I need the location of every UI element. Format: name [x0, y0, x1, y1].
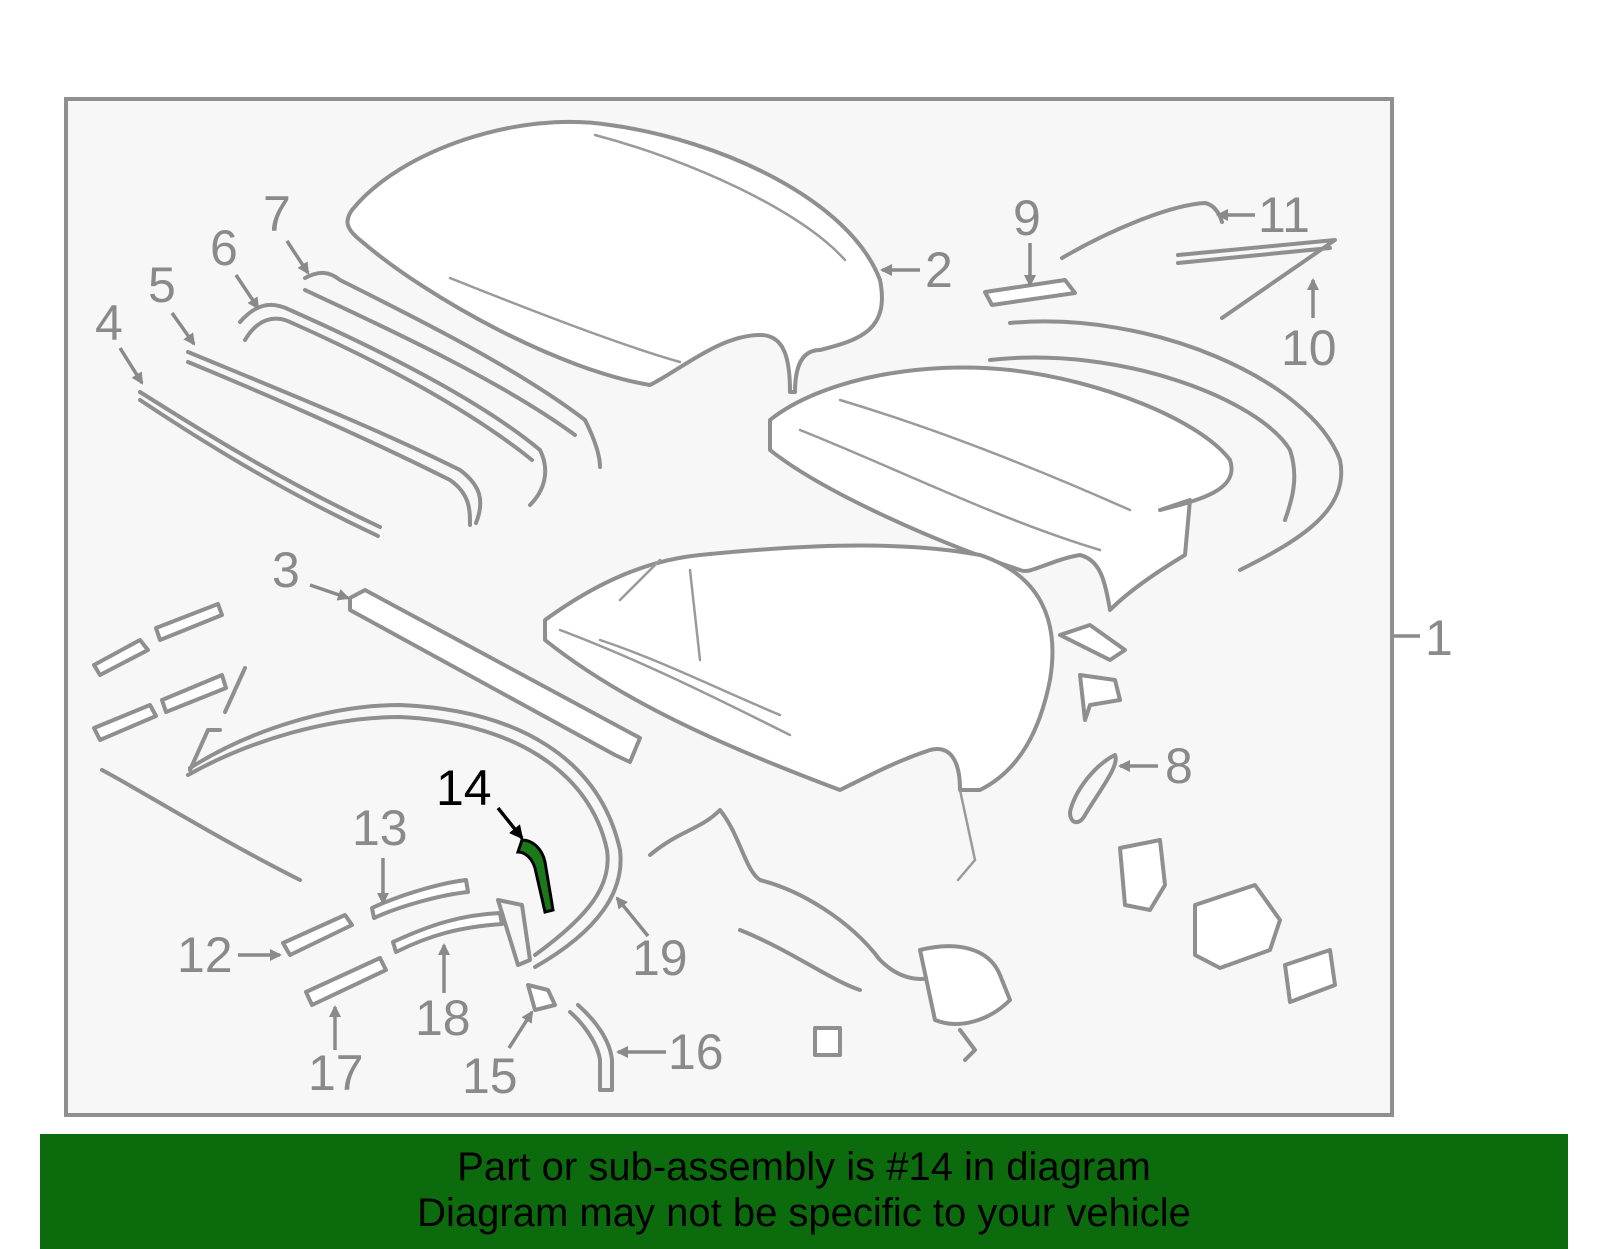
- left-small-parts: [92, 602, 302, 882]
- label-7: 7: [263, 186, 291, 242]
- leader-14: [496, 806, 524, 840]
- part-19-left-end: [188, 728, 222, 772]
- leader-5: [170, 311, 196, 346]
- part-2-soft-top: [345, 119, 884, 394]
- label-18: 18: [415, 990, 471, 1046]
- label-5: 5: [148, 257, 176, 313]
- upper-latch: [1058, 623, 1127, 662]
- part-6-rail: [238, 302, 548, 507]
- part-16: [568, 1003, 614, 1092]
- hydraulic-cable: [648, 808, 962, 992]
- control-module-1: [1118, 838, 1167, 912]
- label-15: 15: [462, 1048, 518, 1104]
- label-6: 6: [210, 220, 238, 276]
- info-banner: Part or sub-assembly is #14 in diagram D…: [40, 1134, 1568, 1249]
- lower-latch: [1078, 673, 1122, 722]
- control-module-2: [1193, 883, 1282, 970]
- part-3-bar: [348, 588, 642, 764]
- label-14: 14: [436, 760, 492, 816]
- label-8: 8: [1165, 738, 1193, 794]
- label-3: 3: [272, 542, 300, 598]
- leader-19: [615, 896, 650, 938]
- part-14-highlighted: [515, 838, 555, 914]
- part-18: [391, 911, 504, 954]
- part-19-side-rail: [186, 703, 623, 969]
- leader-7: [285, 240, 310, 275]
- label-1: 1: [1425, 610, 1453, 666]
- part-12: [281, 913, 354, 957]
- label-9: 9: [1013, 190, 1041, 246]
- label-4: 4: [95, 295, 123, 351]
- part-8-bracket: [1068, 753, 1118, 825]
- top-frame-assembly: [543, 543, 1055, 882]
- part-5-rail: [186, 350, 483, 527]
- part-4-rail: [138, 390, 382, 538]
- label-2: 2: [925, 242, 953, 298]
- rear-edge-seal: [988, 355, 1297, 522]
- part-10-seal-strip: [1008, 319, 1344, 572]
- pump-bracket: [958, 1028, 977, 1062]
- banner-line-1: Part or sub-assembly is #14 in diagram: [457, 1145, 1151, 1189]
- part-7-rail: [303, 271, 602, 469]
- label-16: 16: [668, 1024, 724, 1080]
- label-13: 13: [352, 800, 408, 856]
- leader-4: [118, 347, 144, 385]
- hydraulic-pump: [918, 944, 1012, 1026]
- banner-line-2: Diagram may not be specific to your vehi…: [417, 1191, 1191, 1235]
- part-14-15-post: [496, 898, 532, 967]
- part-17: [304, 956, 388, 1007]
- control-module-3: [1283, 948, 1337, 1004]
- part-9-clip: [983, 278, 1077, 307]
- label-17: 17: [308, 1045, 364, 1101]
- label-12: 12: [177, 927, 233, 983]
- label-10: 10: [1281, 320, 1337, 376]
- leader-3: [309, 583, 350, 601]
- part-15: [526, 983, 557, 1012]
- part-13: [370, 878, 470, 920]
- leader-6: [234, 274, 260, 310]
- label-11: 11: [1258, 187, 1310, 243]
- label-19: 19: [632, 930, 688, 986]
- small-clip: [813, 1026, 842, 1057]
- part-10-bar: [1176, 238, 1337, 320]
- leader-15: [507, 1010, 534, 1049]
